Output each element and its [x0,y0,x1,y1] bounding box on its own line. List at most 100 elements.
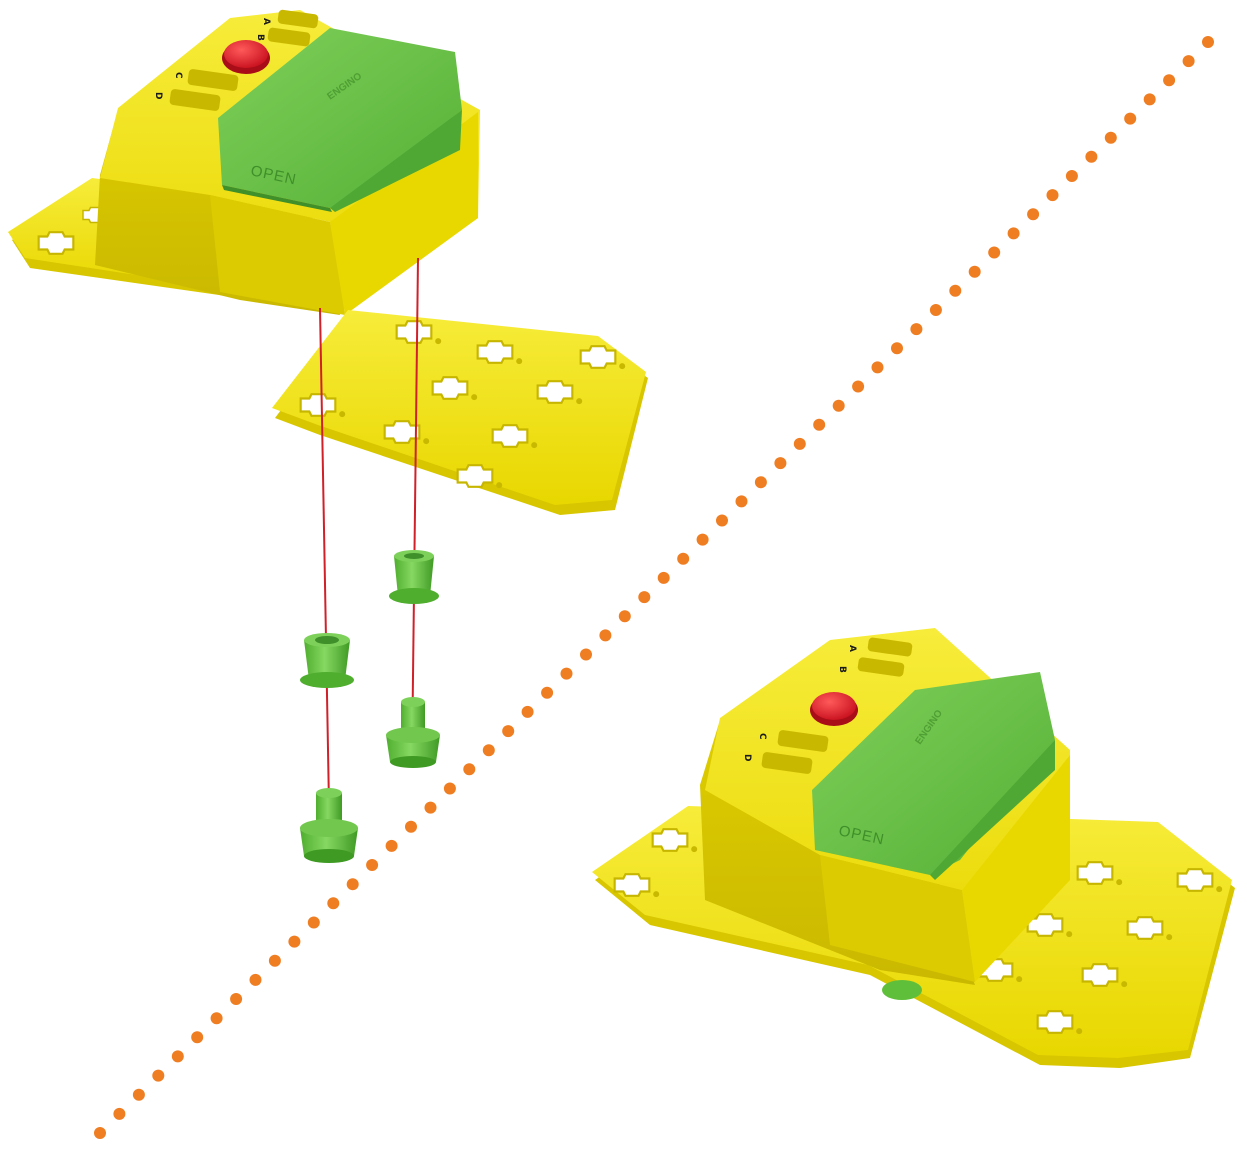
divider-dot [813,418,826,431]
divider-dot [443,782,456,795]
divider-dotted-line [94,36,1214,1139]
divider-dot [968,265,981,278]
divider-dot [852,380,865,393]
assembled-battery-compartment: OPEN ENGINO [812,672,1055,880]
plate-pin-hole [691,846,698,853]
divider-dot [1163,74,1176,87]
divider-dot [307,916,320,929]
divider-dot [366,859,379,871]
divider-dot [424,801,437,814]
divider-dot [113,1107,126,1120]
divider-dot [132,1088,145,1101]
divider-dot [346,878,359,891]
divider-dot [949,284,962,297]
plate-pin-hole [339,411,346,418]
connector-pegs [300,550,440,863]
divider-dot [1124,112,1137,125]
assembled-power-button [810,692,858,726]
plate-pin-hole [496,482,503,489]
divider-dot [541,686,554,699]
plate-pin-hole [653,891,660,898]
port-label-d: D [153,92,163,99]
divider-dot [580,648,592,661]
divider-dot [1104,131,1117,144]
divider-dot [385,839,398,852]
divider-dot [754,476,767,489]
plate-hole [1176,868,1214,892]
mounting-plate-exploded [272,310,648,515]
divider-dot [171,1050,184,1063]
plate-pin-hole [531,442,538,449]
divider-dot [910,323,923,336]
divider-dot [191,1031,204,1044]
divider-dot [638,591,651,604]
divider-dot [1007,227,1020,240]
divider-dot [891,342,903,355]
divider-dot [1065,170,1078,182]
plate-hole [1081,963,1119,987]
divider-dot [716,514,728,527]
plate-pin-hole [576,398,583,405]
divider-dot [230,993,243,1005]
divider-dot [657,571,670,584]
divider-dot [152,1069,165,1082]
plate-pin-hole [1121,981,1128,988]
assembled-peg [882,980,922,1000]
divider-dot [696,533,709,546]
assembled-port-label-b: B [837,666,847,673]
plate-pin-hole [1016,976,1023,983]
divider-dot [94,1127,106,1139]
guide-lines [319,257,419,861]
divider-dot [502,725,515,738]
divider-dot [1085,150,1098,163]
divider-dot [793,437,806,450]
assembled-port-label-a: A [847,645,857,652]
plate-pin-hole [423,438,430,445]
divider-dot [560,667,573,680]
divider-dot [735,495,748,508]
guide-line-left [319,307,331,861]
divider-dot [929,304,942,316]
divider-dot [677,552,690,565]
plate-pin-hole [619,363,626,370]
port-label-a: A [261,18,271,25]
plate-holes [299,320,626,489]
plate-pin-hole [435,338,442,345]
plate-hole [651,828,689,852]
plate-pin-hole [471,394,478,401]
divider-dot [871,361,884,374]
divider-dot [1143,93,1156,106]
plate-hole [1076,861,1114,885]
divider-dot [521,705,534,718]
battery-compartment: OPEN ENGINO [218,28,462,212]
divider-dot [1046,189,1059,202]
divider-dot [288,935,301,948]
divider-dot [1182,55,1195,68]
thumbscrew-left [300,788,358,863]
divider-dot [249,973,262,986]
plate-pin-hole [1116,879,1123,886]
divider-dot [1202,36,1214,48]
divider-dot [268,954,281,967]
assembled-box-body: A B C D OPEN ENGINO [700,628,1070,985]
plate-pin-hole [516,358,523,365]
assembled-port-slots: A B C D [742,637,913,774]
plate-hole [1126,916,1164,940]
battery-box-exploded: A B C D OPEN ENGINO [8,9,480,315]
plate-pin-hole [1066,931,1073,938]
divider-dot [210,1012,223,1025]
assembled-plate-holes [613,828,1223,1035]
divider-dot [988,246,1001,259]
plate-pin-hole [1166,934,1173,941]
power-button [222,40,270,74]
divider-dot [327,897,340,910]
port-slots: A B C D [153,9,319,111]
bushing-left [300,633,354,688]
port-label-b: B [255,34,265,41]
divider-dot [832,399,845,412]
thumbscrew-right [386,697,440,768]
divider-dot [405,820,417,833]
battery-box-body: A B C D OPEN ENGINO [95,9,480,315]
divider-dot [618,610,631,623]
